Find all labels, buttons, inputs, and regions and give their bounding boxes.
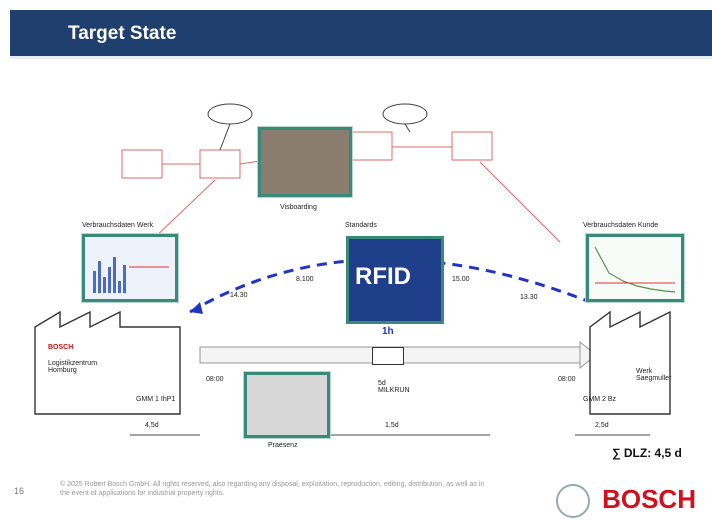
diagram-canvas: Visboarding Verbrauchsdaten Werk Verbrau…: [0, 62, 712, 462]
rfid-text: RFID: [355, 263, 411, 290]
visboarding-photo: [258, 127, 352, 197]
mid-left-label: 8.100: [296, 276, 314, 283]
arc-right-label: 13.30: [520, 294, 538, 301]
dlz-mid: 1,5d: [385, 422, 399, 429]
photo-label: Visboarding: [280, 204, 317, 211]
truck-label: Praesenz: [268, 442, 298, 449]
truck-photo: [244, 372, 330, 438]
milkrun-label: 5d MILKRUN: [378, 380, 410, 394]
page-number: 16: [14, 486, 25, 496]
dlz-total: ∑ DLZ: 4,5 d: [612, 446, 682, 460]
milkrun-box: [372, 347, 404, 365]
arrow-right-time: 08:00: [558, 376, 576, 383]
right-factory-name: Werk Saegmuller: [636, 368, 672, 382]
arrow-left-time: 08:00: [206, 376, 224, 383]
left-factory-brand: BOSCH: [48, 344, 74, 351]
dlz-left: 4,5d: [145, 422, 159, 429]
mid-right-label: 15.00: [452, 276, 470, 283]
right-factory-id: GMM 2 Bz: [583, 396, 617, 403]
dlz-right: 2,5d: [595, 422, 609, 429]
center-label: Standards: [345, 222, 377, 229]
left-chart-label: Verbrauchsdaten Werk: [82, 222, 154, 229]
title-bar: Target State: [10, 10, 712, 59]
right-chart-panel: [586, 234, 684, 302]
bosch-logo-icon: [556, 484, 590, 518]
page-title: Target State: [68, 23, 177, 44]
left-factory-id: GMM 1 IhP1: [136, 396, 176, 403]
rfid-card: RFID: [346, 236, 444, 324]
rfid-sub: 1h: [382, 326, 394, 337]
bosch-brand: BOSCH: [602, 484, 696, 514]
right-chart-label: Verbrauchsdaten Kunde: [583, 222, 659, 229]
left-chart-panel: [82, 234, 178, 302]
arc-left-label: 14.30: [230, 292, 248, 299]
legal-text: © 2025 Robert Bosch GmbH. All rights res…: [60, 481, 485, 497]
footer: 16 © 2025 Robert Bosch GmbH. All rights …: [0, 470, 712, 521]
left-factory-name: Logistikzentrum Homburg: [48, 360, 98, 374]
